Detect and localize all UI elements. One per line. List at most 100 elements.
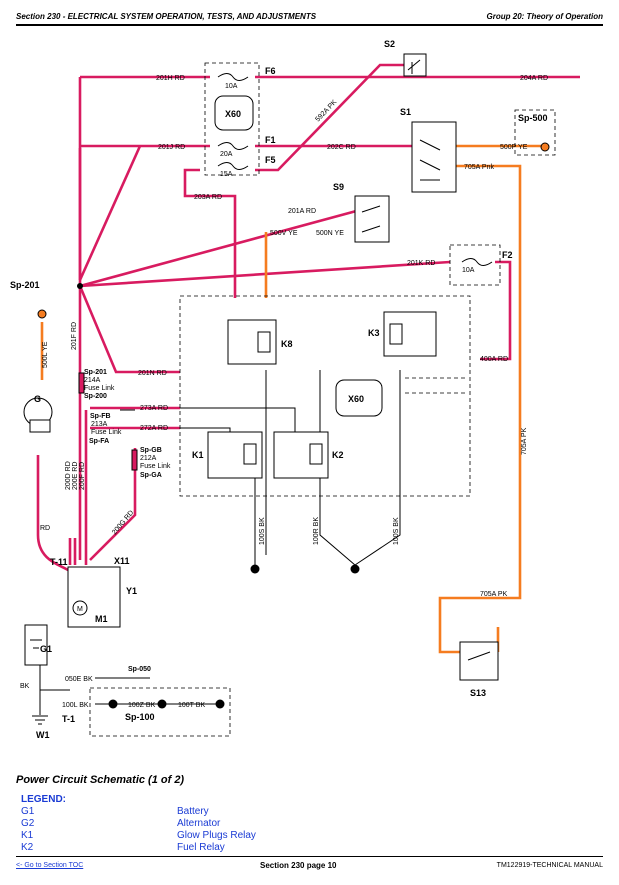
svg-text:200D RD: 200D RD xyxy=(65,461,72,490)
svg-text:203A RD: 203A RD xyxy=(194,194,222,201)
legend-desc: Fuel Relay xyxy=(177,842,225,853)
fuse-f1-label: F1 xyxy=(265,135,276,145)
power-circuit-schematic: 10A F6 20A F1 15A F5 10A F2 X60 X60 S2 S… xyxy=(10,39,580,740)
svg-text:212A: 212A xyxy=(140,455,157,462)
fuse-f2-label: F2 xyxy=(502,250,513,260)
svg-text:200E RD: 200E RD xyxy=(72,462,79,490)
page-header: Section 230 - ELECTRICAL SYSTEM OPERATIO… xyxy=(16,6,603,26)
svg-text:K1: K1 xyxy=(192,450,204,460)
svg-text:273A RD: 273A RD xyxy=(140,405,168,412)
svg-text:202C RD: 202C RD xyxy=(327,144,356,151)
switch-s2: S2 xyxy=(384,39,427,77)
fuse-f6-label: F6 xyxy=(265,66,276,76)
fuse-f5-label: F5 xyxy=(265,155,276,165)
svg-text:500L YE: 500L YE xyxy=(42,341,49,368)
relay-k2: K2 xyxy=(273,431,344,479)
switch-s13: S13 xyxy=(459,641,499,698)
svg-text:400A RD: 400A RD xyxy=(480,356,508,363)
svg-text:200G RD: 200G RD xyxy=(111,509,135,536)
svg-text:K8: K8 xyxy=(281,339,293,349)
relay-k8: K8 xyxy=(227,319,293,365)
svg-text:10A: 10A xyxy=(225,83,238,90)
svg-text:Sp-100: Sp-100 xyxy=(125,712,155,722)
svg-text:201N RD: 201N RD xyxy=(138,370,167,377)
module-boxes xyxy=(89,62,556,737)
fuse-f2: 10A F2 xyxy=(461,250,513,274)
page-number: Section 230 page 10 xyxy=(260,861,337,870)
legend-list: G1 Battery G2 Alternator K1 Glow Plugs R… xyxy=(21,806,401,854)
alternator-g: G xyxy=(23,309,53,433)
svg-text:Fuse Link: Fuse Link xyxy=(84,385,115,392)
switch-s9: S9 xyxy=(333,182,390,243)
battery-g1: G1 xyxy=(24,624,52,666)
svg-text:201K RD: 201K RD xyxy=(407,260,435,267)
svg-text:200F RD: 200F RD xyxy=(79,462,86,490)
svg-text:Fuse Link: Fuse Link xyxy=(91,429,122,436)
svg-text:100S BK: 100S BK xyxy=(393,517,400,545)
svg-text:20A: 20A xyxy=(220,151,233,158)
svg-text:Sp-FB: Sp-FB xyxy=(90,413,111,420)
header-section-title: Section 230 - ELECTRICAL SYSTEM OPERATIO… xyxy=(16,12,317,21)
legend-item: G1 Battery xyxy=(21,806,401,818)
legend-desc: Alternator xyxy=(177,818,221,829)
svg-text:Sp-200: Sp-200 xyxy=(84,393,107,400)
svg-text:500N YE: 500N YE xyxy=(316,230,344,237)
svg-text:Sp-201: Sp-201 xyxy=(10,280,40,290)
svg-text:201F RD: 201F RD xyxy=(71,322,78,350)
svg-text:Sp-FA: Sp-FA xyxy=(89,438,109,445)
svg-text:S9: S9 xyxy=(333,182,344,192)
section-toc-link[interactable]: <- Go to Section TOC xyxy=(16,862,84,869)
svg-text:201A RD: 201A RD xyxy=(288,208,316,215)
svg-text:100Z BK: 100Z BK xyxy=(128,702,156,709)
svg-text:204A RD: 204A RD xyxy=(520,75,548,82)
relay-k3: K3 xyxy=(368,311,437,357)
red-wires xyxy=(36,63,580,572)
svg-text:RD: RD xyxy=(40,525,50,532)
svg-text:201H RD: 201H RD xyxy=(156,75,185,82)
svg-text:213A: 213A xyxy=(91,421,108,428)
svg-text:X11: X11 xyxy=(114,556,130,566)
svg-text:705A PK: 705A PK xyxy=(480,591,508,598)
legend-code: K1 xyxy=(21,830,34,841)
svg-text:W1: W1 xyxy=(36,730,50,740)
svg-text:X60: X60 xyxy=(348,394,364,404)
fuse-links: Sp-201 214A Fuse Link Sp-200 Sp-FB 213A … xyxy=(78,369,171,479)
svg-text:Fuse Link: Fuse Link xyxy=(140,463,171,470)
relay-k1: K1 xyxy=(192,431,263,479)
fuse-f5: 15A F5 xyxy=(217,155,276,178)
svg-text:T-1: T-1 xyxy=(62,714,75,724)
svg-text:T-11: T-11 xyxy=(50,557,68,567)
svg-text:100R BK: 100R BK xyxy=(313,517,320,545)
ground-b-connectors xyxy=(108,564,360,709)
svg-text:705A Pnk: 705A Pnk xyxy=(464,164,494,171)
legend-desc: Battery xyxy=(177,806,209,817)
connector-sp500: Sp-500 xyxy=(518,113,550,152)
svg-text:050E BK: 050E BK xyxy=(65,676,93,683)
svg-text:100T BK: 100T BK xyxy=(178,702,205,709)
legend-item: K1 Glow Plugs Relay xyxy=(21,830,401,842)
svg-text:500P YE: 500P YE xyxy=(500,144,528,151)
svg-text:K3: K3 xyxy=(368,328,380,338)
ground-w1: W1 T-1 Sp-100 Sp-050 Sp-201 xyxy=(10,280,155,740)
svg-text:100S BK: 100S BK xyxy=(259,517,266,545)
svg-text:Sp-GB: Sp-GB xyxy=(140,447,162,454)
svg-text:S2: S2 xyxy=(384,39,395,49)
header-group-title: Group 20: Theory of Operation xyxy=(486,12,603,21)
x60-box-relay: X60 xyxy=(335,379,383,417)
svg-text:Sp-500: Sp-500 xyxy=(518,113,548,123)
fuse-f6: 10A F6 xyxy=(217,66,276,90)
svg-text:10A: 10A xyxy=(462,267,475,274)
legend-code: G2 xyxy=(21,818,35,829)
svg-text:G1: G1 xyxy=(40,644,52,654)
svg-text:Sp-050: Sp-050 xyxy=(128,666,151,673)
svg-text:15A: 15A xyxy=(220,171,233,178)
x60-box-top: X60 xyxy=(214,95,254,131)
orange-wires xyxy=(40,144,545,654)
svg-text:M1: M1 xyxy=(95,614,108,624)
page-footer: <- Go to Section TOC Section 230 page 10… xyxy=(16,856,603,870)
svg-text:500V YE: 500V YE xyxy=(270,230,298,237)
svg-text:BK: BK xyxy=(20,683,30,690)
switch-s1: S1 xyxy=(400,107,457,193)
legend-desc: Glow Plugs Relay xyxy=(177,830,256,841)
legend-code: K2 xyxy=(21,842,34,853)
